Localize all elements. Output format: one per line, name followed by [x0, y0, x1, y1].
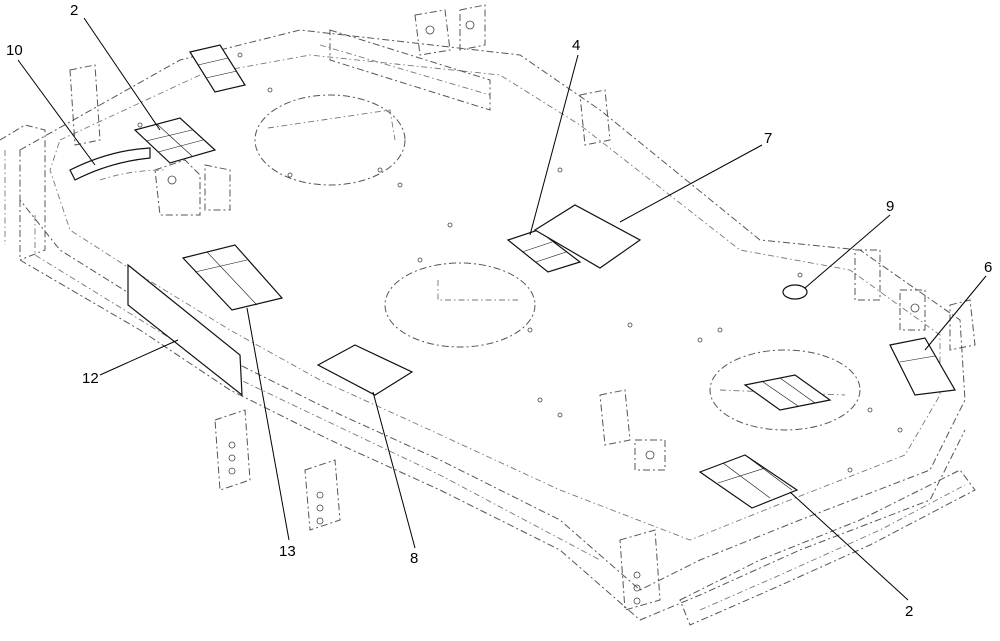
- callout-8: 8: [410, 550, 418, 567]
- mounting-brackets: [69, 4, 976, 611]
- decal-10-strip: [69, 147, 166, 181]
- callout-4: 4: [572, 37, 580, 54]
- decal-4: [506, 229, 582, 273]
- deck-outline: [0, 29, 976, 626]
- leader-7: [619, 144, 763, 223]
- callout-2-right: 2: [905, 603, 913, 620]
- callout-2-left: 2: [70, 2, 78, 19]
- decal-2-upper-left: [133, 117, 217, 164]
- decal-12: [127, 263, 243, 397]
- leader-4: [529, 54, 579, 236]
- decal-8: [316, 344, 414, 396]
- leader-12: [99, 339, 179, 376]
- callout-9: 9: [886, 198, 894, 215]
- decal-rear-small-grid: [189, 44, 246, 93]
- decal-6: [889, 337, 956, 396]
- decal-13: [181, 244, 284, 311]
- leader-10: [17, 59, 96, 166]
- decal-7: [533, 204, 642, 269]
- leader-2-left: [83, 17, 161, 131]
- callout-6: 6: [984, 259, 992, 276]
- leader-13: [246, 307, 290, 541]
- callout-7: 7: [764, 130, 772, 147]
- decals: [69, 44, 956, 509]
- leader-6: [924, 275, 987, 351]
- blade-openings: [254, 94, 861, 431]
- callout-12: 12: [82, 370, 99, 387]
- leader-9: [804, 214, 891, 289]
- leader-8: [372, 391, 416, 549]
- callout-10: 10: [6, 42, 23, 59]
- bolt-holes: [137, 52, 903, 473]
- decal-9: [782, 284, 808, 300]
- callout-13: 13: [279, 543, 296, 560]
- callout-labels: 2 10 4 7 9 6 12 13 8 2: [6, 2, 992, 620]
- leader-lines: [17, 17, 987, 601]
- decal-right-opening-grid: [743, 374, 832, 411]
- leader-2-right: [789, 491, 909, 601]
- decal-2-lower-right: [698, 454, 799, 509]
